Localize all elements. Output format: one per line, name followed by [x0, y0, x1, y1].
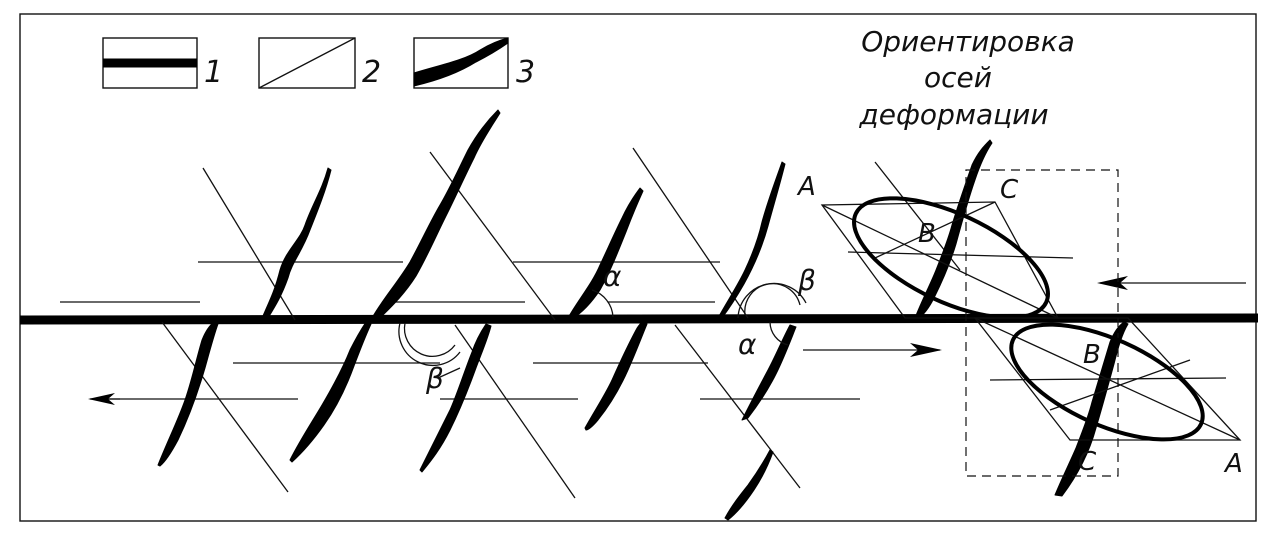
- beta-arc: [403, 322, 456, 357]
- alpha-arc: [591, 289, 614, 318]
- fracture-line: [674, 324, 801, 489]
- tension-vein: [261, 167, 332, 319]
- tension-vein: [157, 321, 219, 467]
- legend-item-3: 3: [413, 37, 535, 90]
- axis-label-c-bottom: C: [1078, 447, 1097, 477]
- upper-axis-a: [821, 204, 1059, 319]
- legend-box-2: [258, 37, 356, 89]
- legend-box-3: [413, 37, 509, 89]
- angle-markers: [398, 282, 807, 379]
- legend: 1 2 3: [102, 37, 535, 90]
- fracture-line: [161, 321, 289, 493]
- legend-label-1: 1: [204, 55, 223, 90]
- axis-label-a-top: A: [796, 172, 816, 202]
- tension-veins: [157, 109, 1129, 521]
- tension-vein: [567, 187, 644, 320]
- fracture-line: [632, 147, 749, 319]
- dashed-square: [965, 169, 1119, 477]
- upper-line: [874, 201, 996, 259]
- figure-frame: [19, 13, 1257, 522]
- fracture-line: [429, 151, 556, 321]
- axis-label-b-bottom: B: [1083, 340, 1101, 370]
- tension-vein: [289, 321, 372, 463]
- fracture-line: [202, 167, 296, 321]
- beta-arc: [737, 282, 807, 319]
- axis-label-b-top: B: [918, 219, 936, 249]
- title-line-1: Ориентировка: [861, 25, 1075, 58]
- tension-vein: [371, 109, 501, 319]
- arrow-right-head: [910, 343, 942, 357]
- legend-item-2: 2: [258, 37, 381, 90]
- upper-strain-ellipse: [852, 196, 1050, 320]
- tension-vein: [584, 321, 648, 431]
- lower-strain-ellipse: [1009, 322, 1205, 442]
- axis-label-c-top: C: [1000, 175, 1019, 205]
- strain-ellipse-diagram: A C B B C A: [796, 169, 1243, 479]
- legend-label-3: 3: [516, 55, 535, 90]
- alpha-label: α: [603, 260, 622, 293]
- beta-leader: [437, 367, 461, 379]
- title-line-3: деформации: [858, 98, 1048, 131]
- alpha-label: α: [738, 328, 757, 361]
- beta-arc: [398, 322, 461, 367]
- legend-item-1: 1: [102, 37, 223, 90]
- legend-label-2: 2: [362, 55, 381, 90]
- tension-vein: [724, 449, 774, 521]
- tension-vein: [717, 161, 786, 319]
- arrow-left-head: [1097, 276, 1128, 290]
- legend-vein-sample: [413, 37, 509, 87]
- arrow-left-head: [88, 393, 115, 405]
- beta-label: β: [797, 264, 816, 297]
- tension-vein: [419, 323, 492, 473]
- shear-arrows: [88, 276, 1246, 405]
- deformation-axes-title: Ориентировка осей деформации: [858, 25, 1074, 131]
- legend-thin-line-sample: [258, 37, 356, 89]
- tension-vein: [741, 324, 797, 421]
- axis-label-a-bottom: A: [1223, 449, 1243, 479]
- beta-label: β: [425, 362, 444, 395]
- title-line-2: осей: [924, 61, 992, 94]
- alpha-arc: [769, 321, 789, 346]
